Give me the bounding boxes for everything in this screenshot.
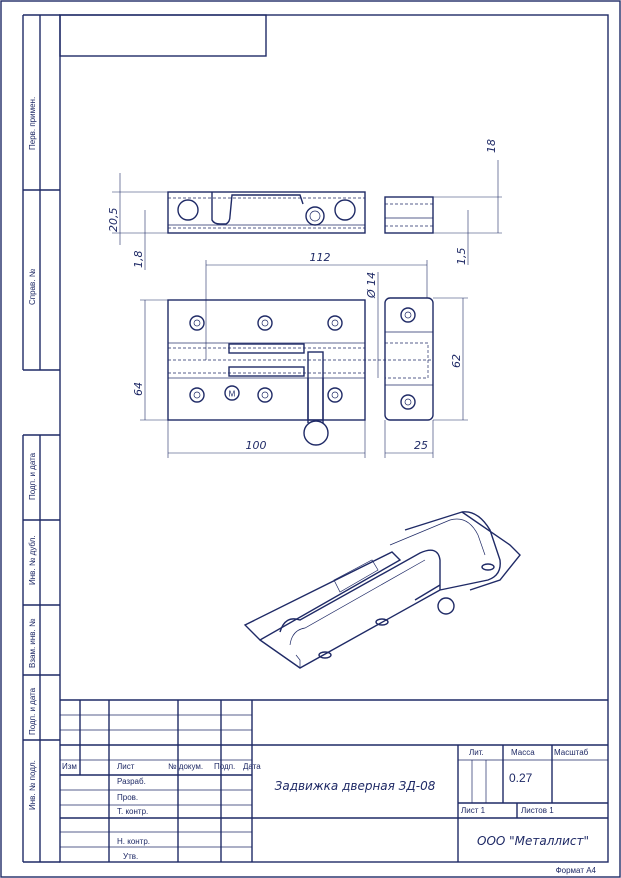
title-block: Изм Лист № докум. Подп. Дата Разраб. Про… [60, 699, 608, 875]
format-label: Формат А4 [556, 866, 597, 875]
drawing-title: Задвижка дверная ЗД-08 [275, 779, 436, 793]
manufacturer-mark-icon [224, 385, 240, 401]
scale-label: Масштаб [554, 748, 589, 757]
side-label-inv-podl: Инв. № подл. [28, 760, 37, 810]
dim-62: 62 [450, 354, 463, 368]
col-sign: Подп. [214, 762, 235, 771]
top-stamp-box [59, 14, 267, 57]
left-side-strip: Перв. примен. Справ. № Подп. и дата Инв.… [22, 14, 60, 863]
mass-value: 0.27 [509, 771, 533, 785]
role-n-kontr: Н. контр. [117, 837, 150, 846]
knob-icon [305, 206, 325, 226]
side-label-sprav: Справ. № [28, 268, 37, 305]
front-view: M [167, 297, 434, 446]
dim-18: 18 [485, 139, 498, 153]
screw-holes [189, 315, 343, 403]
dim-1-5: 1,5 [455, 248, 468, 266]
dim-1-8: 1,8 [132, 251, 145, 269]
col-list: Лист [117, 762, 135, 771]
mass-label: Масса [511, 748, 535, 757]
col-date: Дата [243, 762, 261, 771]
manufacturer-mark: M [229, 390, 236, 399]
lit-label: Лит. [469, 748, 484, 757]
col-izm: Изм [62, 762, 77, 771]
dim-25: 25 [414, 439, 428, 452]
side-label-perv-primen: Перв. примен. [28, 97, 37, 150]
role-t-kontr: Т. контр. [117, 807, 148, 816]
top-view [167, 191, 434, 234]
sheets-total: Листов 1 [521, 806, 554, 815]
dim-64: 64 [132, 382, 145, 396]
dim-100: 100 [246, 439, 267, 452]
role-utv: Утв. [123, 852, 138, 861]
role-razrab: Разраб. [117, 777, 146, 786]
sheet-number: Лист 1 [461, 806, 486, 815]
side-label-vzam-inv: Взам. инв. № [28, 618, 37, 668]
isometric-view [243, 511, 521, 669]
dim-20-5: 20,5 [107, 208, 120, 233]
mount-hole-icon [334, 199, 356, 221]
role-prov: Пров. [117, 793, 138, 802]
col-doc: № докум. [168, 762, 203, 771]
side-label-podp-data-2: Подп. и дата [28, 687, 37, 735]
side-label-inv-dubl: Инв. № дубл. [28, 535, 37, 585]
mount-hole-icon [177, 199, 199, 221]
side-label-podp-data-1: Подп. и дата [28, 452, 37, 500]
dim-diameter-14: Ø 14 [365, 272, 378, 299]
drawing-frame [59, 14, 609, 863]
knob-ball-icon [303, 420, 329, 446]
company-name: ООО "Металлист" [477, 834, 589, 848]
dimensions: 20,5 1,8 18 1,5 112 Ø 14 64 62 100 25 [107, 139, 502, 458]
dim-112: 112 [310, 251, 331, 264]
